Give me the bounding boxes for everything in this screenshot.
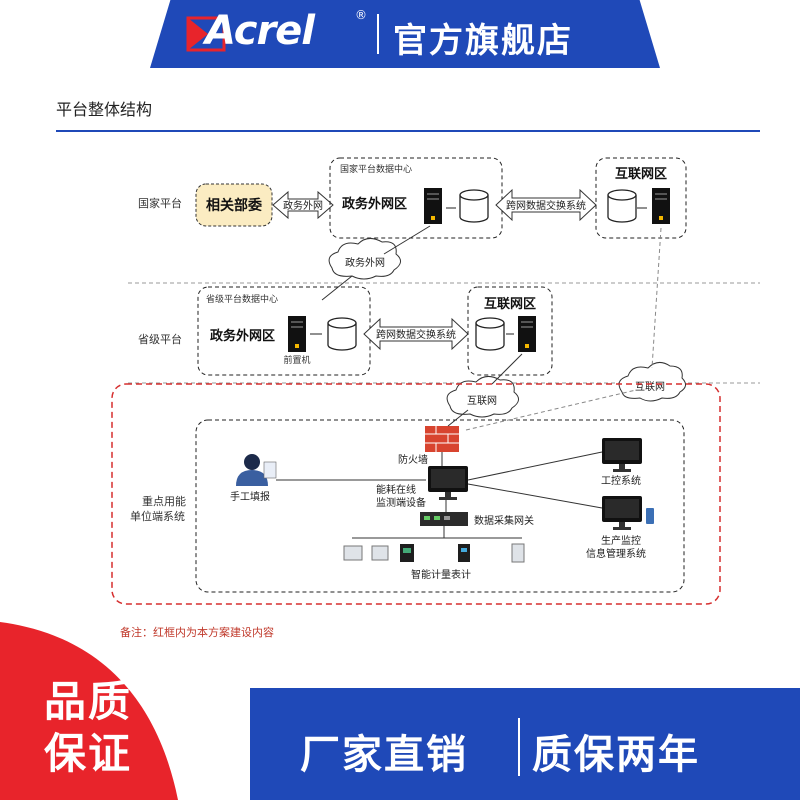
dept-label: 相关部委 (206, 197, 262, 214)
provincial-internet-zone-label: 互联网区 (484, 297, 536, 312)
server-icon (288, 316, 306, 352)
national-internet-zone-label: 互联网区 (615, 167, 667, 182)
manual-entry-label: 手工填报 (230, 490, 270, 503)
database-icon (475, 317, 505, 351)
acrel-logo-icon (186, 16, 226, 52)
section-underline (56, 130, 760, 132)
internet-cloud-label-b: 互联网 (635, 381, 665, 393)
mobile-device-icon (646, 508, 654, 524)
link-line (321, 275, 353, 301)
footer-banner (250, 688, 800, 800)
device-label-2: 监测端设备 (376, 496, 426, 509)
device-label-1: 能耗在线 (376, 483, 416, 496)
national-internet-zone (595, 157, 687, 239)
badge-text-2: 保证 (44, 729, 133, 778)
server-icon (424, 188, 442, 224)
ics-monitor-icon (602, 438, 642, 472)
link-line (465, 389, 637, 431)
badge-text-1: 品质 (44, 677, 133, 726)
link-line (651, 227, 662, 369)
server-icon (518, 316, 536, 352)
section-title: 平台整体结构 (56, 100, 153, 119)
smart-meter-icon (343, 545, 363, 561)
national-gov-zone-label: 政务外网区 (342, 196, 407, 212)
gov-cloud-icon (328, 238, 401, 280)
level-label-enterprise-1: 重点用能 (142, 494, 186, 508)
diagram-note: 备注：红框内为本方案建设内容 (120, 626, 274, 639)
brand-name: Acrel (205, 8, 315, 54)
dept-box (195, 183, 273, 227)
link-line (467, 451, 603, 481)
internet-cloud-label-a: 互联网 (467, 395, 497, 407)
gov-cloud-label: 政务外网 (345, 256, 385, 269)
slogan-direct-sale: 厂家直销 (300, 732, 468, 778)
provincial-gov-zone-label: 政务外网区 (210, 328, 275, 344)
gov-net-arrow-label: 政务外网 (283, 199, 323, 212)
link-line (447, 409, 469, 427)
meters-label: 智能计量表计 (411, 568, 471, 581)
level-label-national: 国家平台 (138, 196, 182, 210)
gateway-label: 数据采集网关 (474, 514, 534, 527)
monitoring-device-icon (428, 466, 468, 500)
registered-mark: ® (355, 8, 367, 22)
level-label-provincial: 省级平台 (138, 332, 182, 346)
database-icon (327, 317, 357, 351)
database-icon (607, 189, 637, 223)
link-line (467, 483, 603, 509)
quality-badge (0, 622, 178, 800)
scope-red-frame (111, 383, 721, 605)
smart-meter-icon (371, 545, 389, 561)
server-icon (652, 188, 670, 224)
smart-meter-icon (511, 543, 525, 563)
exchange-label-national: 跨网数据交换系统 (506, 199, 586, 212)
national-gov-zone (329, 157, 503, 239)
slogan-divider (518, 718, 520, 776)
exchange-label-provincial: 跨网数据交换系统 (376, 328, 456, 341)
slogan-warranty: 质保两年 (532, 732, 700, 778)
firewall-icon (425, 426, 459, 452)
firewall-label: 防火墙 (398, 453, 428, 466)
header-banner (150, 0, 660, 68)
database-icon (459, 189, 489, 223)
front-server-label: 前置机 (283, 354, 310, 366)
operator-person-icon (236, 454, 277, 486)
smart-meter-icon (458, 544, 470, 562)
internet-cloud-icon (618, 362, 686, 402)
link-line (491, 353, 523, 385)
ics-label: 工控系统 (601, 474, 641, 487)
gateway-device-icon (420, 512, 468, 526)
enterprise-zone (195, 419, 685, 593)
mis-monitor-icon (602, 496, 642, 530)
mis-label-1: 生产监控 (601, 534, 641, 547)
gov-net-arrow (272, 190, 334, 220)
architecture-diagram: 国家平台 省级平台 重点用能 单位端系统 相关部委 政务外网 国家平台数据中心 … (111, 157, 760, 605)
mis-label-2: 信息管理系统 (586, 547, 646, 560)
provincial-internet-zone (467, 286, 553, 376)
smart-meter-icon (400, 544, 414, 562)
level-label-enterprise-2: 单位端系统 (130, 509, 185, 523)
national-center-label: 国家平台数据中心 (340, 163, 412, 175)
store-name: 官方旗舰店 (393, 21, 573, 61)
header-divider (377, 14, 379, 54)
link-line (383, 225, 431, 255)
provincial-center-label: 省级平台数据中心 (206, 293, 278, 305)
